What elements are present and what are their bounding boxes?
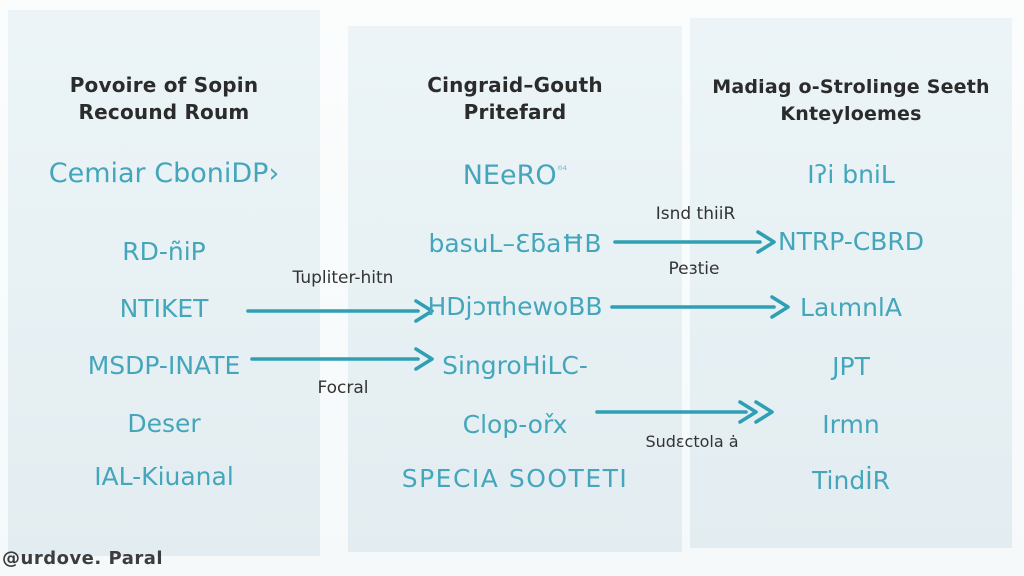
list-item: MSDP-INATE	[87, 351, 241, 380]
list-item: Clop-ořx	[462, 410, 568, 439]
list-item: NTIKET	[119, 294, 209, 323]
list-item: SingroHiLC-	[442, 351, 588, 380]
list-item: Deser	[127, 409, 201, 438]
list-item: LaιmnlA	[800, 293, 902, 322]
column-middle-header: Cingraid–Gouth Pritefard	[348, 72, 682, 126]
header-line: Povoire of Sopin	[69, 73, 259, 97]
header-line: Madiag o-Strolinge Seeth	[712, 76, 990, 98]
header-line: Recound Roum	[78, 100, 250, 124]
list-item: SPECIA SOOTETI	[401, 464, 629, 493]
column-right: Madiag o-Strolinge Seeth Knteyloemes Iʔi…	[690, 0, 1012, 576]
column-right-header: Madiag o-Strolinge Seeth Knteyloemes	[690, 74, 1012, 128]
column-left-header: Povoire of Sopin Recound Roum	[8, 72, 320, 126]
arrow-label: Sudɛctola ȧ	[645, 432, 739, 451]
list-item: TindİR	[812, 466, 890, 495]
list-item: RD-ñiP	[122, 237, 206, 266]
left-column-panel	[8, 10, 320, 556]
arrow-label: Tupliter-hitn	[292, 268, 394, 288]
list-item: Iʔi bniL	[807, 160, 895, 189]
middle-column-panel	[348, 26, 682, 552]
list-item: HDjɔπhewoBB	[427, 292, 603, 321]
list-item: IAL-Kiuanal	[94, 462, 234, 491]
list-item: basuL–ƐƃaĦB	[428, 229, 602, 258]
arrow-label: Peɜtie	[668, 259, 720, 279]
list-item: NTRP-CBRD	[777, 227, 925, 256]
superscript-mark: ⁶⁴	[557, 163, 568, 177]
header-line: Knteyloemes	[780, 103, 922, 125]
watermark: @urdove. Paral	[2, 548, 164, 569]
list-item: NEeRO⁶⁴	[348, 160, 682, 191]
arrow-label: Isnd thiiR	[655, 204, 736, 224]
arrow-label: Focral	[317, 378, 369, 398]
list-item: JPT	[832, 352, 870, 381]
list-item: Cemiar CboniDP›	[48, 158, 280, 189]
header-line: Pritefard	[463, 100, 567, 124]
list-item-text: NEeRO	[462, 160, 557, 191]
column-middle: Cingraid–Gouth Pritefard NEeRO⁶⁴ basuL–Ɛ…	[348, 0, 682, 576]
list-item: Irmn	[822, 410, 880, 439]
header-line: Cingraid–Gouth	[427, 73, 603, 97]
column-left: Povoire of Sopin Recound Roum Cemiar Cbo…	[8, 0, 320, 576]
right-column-panel	[690, 18, 1012, 548]
